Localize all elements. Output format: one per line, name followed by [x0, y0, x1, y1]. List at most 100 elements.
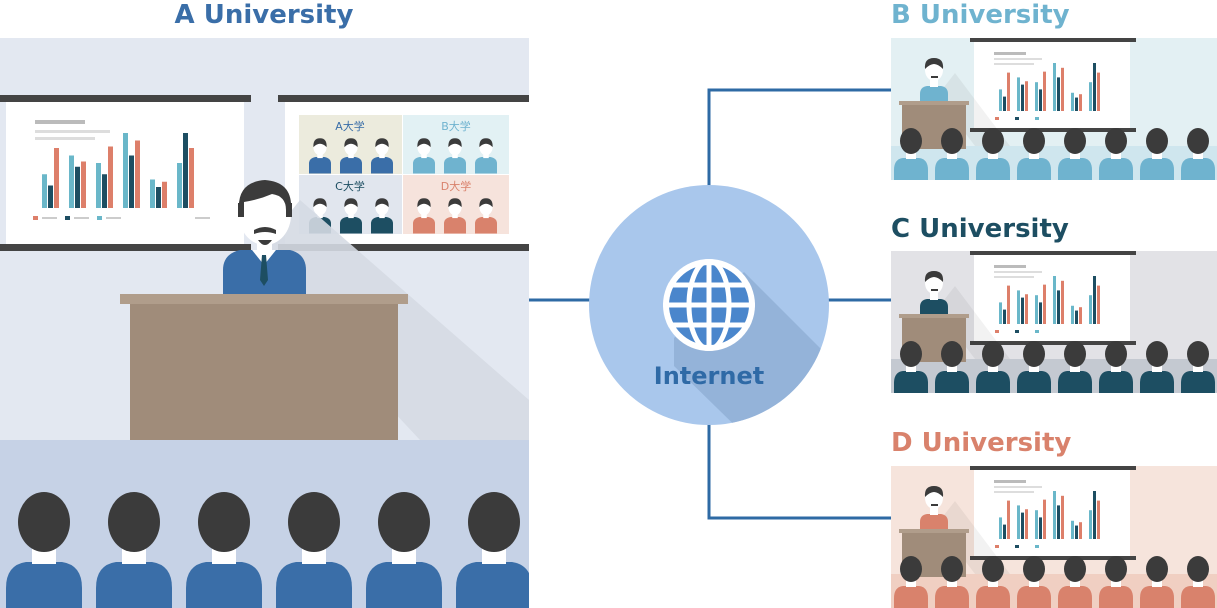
- audience-figure: [475, 138, 497, 174]
- chart-bar: [1003, 524, 1006, 539]
- audience-figure: [340, 138, 362, 174]
- audience-figure: [976, 556, 1010, 608]
- bar-chart-slide: [42, 133, 194, 208]
- audience-figure: [894, 556, 928, 608]
- chart-bar: [1053, 491, 1056, 539]
- chart-bar: [1071, 305, 1074, 324]
- panel-label-a: A大学: [335, 119, 365, 133]
- audience-figure: [1181, 556, 1215, 608]
- globe-icon: [663, 259, 755, 351]
- chart-bar: [1057, 505, 1060, 539]
- chart-bar: [1003, 309, 1006, 324]
- audience-figure: [1017, 556, 1051, 608]
- audience-figure: [935, 556, 969, 608]
- chart-bar: [1071, 520, 1074, 539]
- chart-bar: [108, 146, 113, 208]
- audience-figure: [444, 198, 466, 234]
- audience-figure: [456, 492, 529, 608]
- chart-bar: [1097, 285, 1100, 324]
- chart-bar: [96, 163, 101, 208]
- chart-bar: [1039, 517, 1042, 539]
- audience-figure: [413, 198, 435, 234]
- chart-bar: [1021, 84, 1024, 111]
- chart-bar: [183, 133, 188, 208]
- audience-figure: [1017, 128, 1051, 180]
- chart-bar: [48, 185, 53, 208]
- panel-label-c: C大学: [335, 179, 365, 193]
- chart-bar: [69, 155, 74, 208]
- c-university-room: [891, 251, 1217, 393]
- chart-bar: [1093, 491, 1096, 539]
- chart-bar: [1003, 96, 1006, 111]
- audience-figure: [935, 128, 969, 180]
- chart-bar: [135, 140, 140, 208]
- chart-bar: [1039, 302, 1042, 324]
- audience-figure: [976, 341, 1010, 393]
- chart-bar: [1043, 71, 1046, 111]
- presenter-figure: [223, 180, 306, 296]
- panel-label-d: D大学: [441, 179, 471, 193]
- chart-bar: [1035, 510, 1038, 539]
- chart-bar: [1035, 295, 1038, 324]
- audience-figure: [1058, 128, 1092, 180]
- c-university-title: C University: [891, 214, 1069, 244]
- chart-bar: [1089, 82, 1092, 111]
- chart-bar: [1097, 72, 1100, 111]
- chart-bar: [999, 302, 1002, 324]
- chart-bar: [150, 179, 155, 208]
- chart-bar: [1043, 499, 1046, 539]
- chart-bar: [156, 187, 161, 208]
- chart-bar: [1007, 72, 1010, 111]
- audience-figure: [935, 341, 969, 393]
- chart-bar: [1007, 500, 1010, 539]
- b-university-room: [891, 38, 1217, 180]
- chart-bar: [42, 174, 47, 208]
- chart-bar: [1017, 77, 1020, 111]
- chart-bar: [75, 166, 80, 208]
- audience-a: [6, 492, 529, 608]
- chart-bar: [1021, 512, 1024, 539]
- chart-bar: [1093, 276, 1096, 324]
- audience-figure: [1140, 556, 1174, 608]
- audience-figure: [894, 341, 928, 393]
- chart-bar: [1075, 525, 1078, 539]
- audience-figure: [1099, 128, 1133, 180]
- internet-hub: Internet: [589, 185, 829, 425]
- audience-figure: [1181, 128, 1215, 180]
- chart-bar: [1071, 92, 1074, 111]
- audience-figure: [413, 138, 435, 174]
- podium: [120, 294, 408, 440]
- audience-figure: [1058, 556, 1092, 608]
- presenter-figure: [920, 271, 948, 317]
- audience-figure: [1140, 128, 1174, 180]
- audience-figure: [1140, 341, 1174, 393]
- chart-bar: [1053, 63, 1056, 111]
- chart-bar: [1053, 276, 1056, 324]
- audience-figure: [1099, 341, 1133, 393]
- bar-chart-slide: [999, 63, 1100, 111]
- chart-bar: [1039, 89, 1042, 111]
- chart-bar: [54, 148, 59, 208]
- audience-figure: [1181, 341, 1215, 393]
- audience-figure: [894, 128, 928, 180]
- bar-chart-slide: [999, 276, 1100, 324]
- audience-figure: [340, 198, 362, 234]
- chart-bar: [1007, 285, 1010, 324]
- audience-figure: [96, 492, 172, 608]
- chart-bar: [1017, 290, 1020, 324]
- chart-bar: [162, 181, 167, 208]
- chart-bar: [1079, 522, 1082, 539]
- chart-bar: [1057, 77, 1060, 111]
- presenter-figure: [920, 486, 948, 532]
- chart-bar: [1021, 297, 1024, 324]
- a-university-title: A University: [175, 0, 354, 30]
- chart-bar: [1043, 284, 1046, 324]
- audience-figure: [276, 492, 352, 608]
- internet-label: Internet: [654, 362, 764, 390]
- audience-figure: [6, 492, 82, 608]
- b-university-title: B University: [891, 0, 1070, 30]
- chart-bar: [102, 174, 107, 208]
- chart-bar: [1075, 97, 1078, 111]
- chart-bar: [1089, 510, 1092, 539]
- chart-bar: [1093, 63, 1096, 111]
